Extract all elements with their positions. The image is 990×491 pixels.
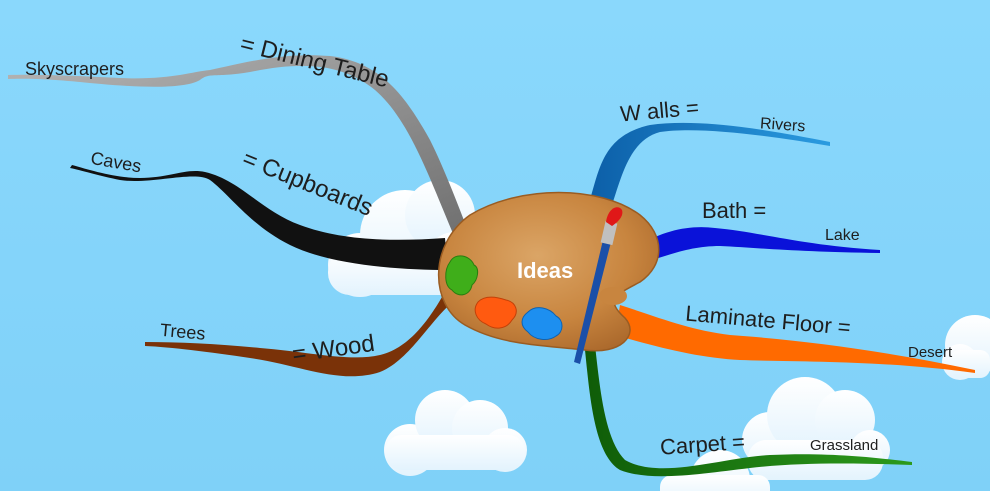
branch-sub-label: Grassland	[810, 437, 878, 454]
cloud	[384, 390, 527, 476]
branch-line	[585, 345, 912, 477]
branch-bath: Bath = Lake	[640, 198, 880, 262]
green-paint-blob	[445, 255, 479, 296]
central-topic-label: Ideas	[517, 258, 573, 283]
paintbrush-icon	[574, 207, 623, 364]
cloud	[942, 315, 990, 380]
blue-paint-blob	[521, 307, 563, 340]
branch-walls: W alls = Rivers	[590, 95, 830, 205]
branch-sub-label: Lake	[825, 227, 860, 244]
branch-wood: = Wood Trees	[145, 292, 455, 377]
branch-line	[70, 165, 448, 270]
branch-sub-label: Rivers	[759, 115, 805, 135]
orange-paint-blob	[474, 296, 517, 329]
branch-sub-label: Trees	[159, 320, 206, 344]
branch-sub-label: Desert	[908, 344, 953, 361]
branch-main-label: Carpet =	[659, 429, 746, 460]
branch-main-label: = Dining Table	[237, 30, 391, 93]
branch-carpet: Carpet = Grassland	[585, 345, 912, 477]
branch-line	[640, 227, 880, 262]
thumb-hole	[599, 287, 627, 305]
branch-line	[590, 122, 830, 205]
branch-main-label: Bath =	[702, 198, 766, 223]
branch-sub-label: Skyscrapers	[25, 59, 124, 79]
branch-line	[615, 305, 975, 373]
central-palette: Ideas	[437, 191, 660, 364]
branch-main-label: W alls =	[619, 95, 700, 127]
branch-laminate-floor: Laminate Floor = Desert	[615, 301, 975, 373]
branch-line	[145, 292, 455, 377]
